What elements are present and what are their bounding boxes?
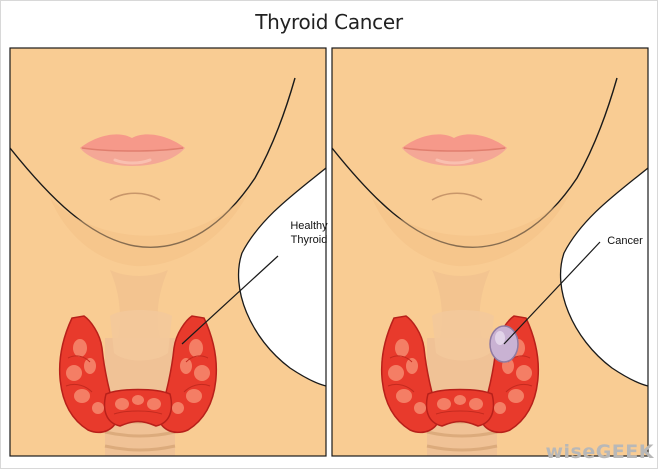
label-cancer: Cancer [600,235,650,248]
label-healthy: Healthy [274,220,344,233]
label-thyroid: Thyroid [274,234,344,247]
page-title: Thyroid Cancer [0,10,658,34]
watermark-logo: wiseGEEK [520,441,654,463]
healthy-panel [10,48,326,456]
cancer-panel [332,48,648,456]
